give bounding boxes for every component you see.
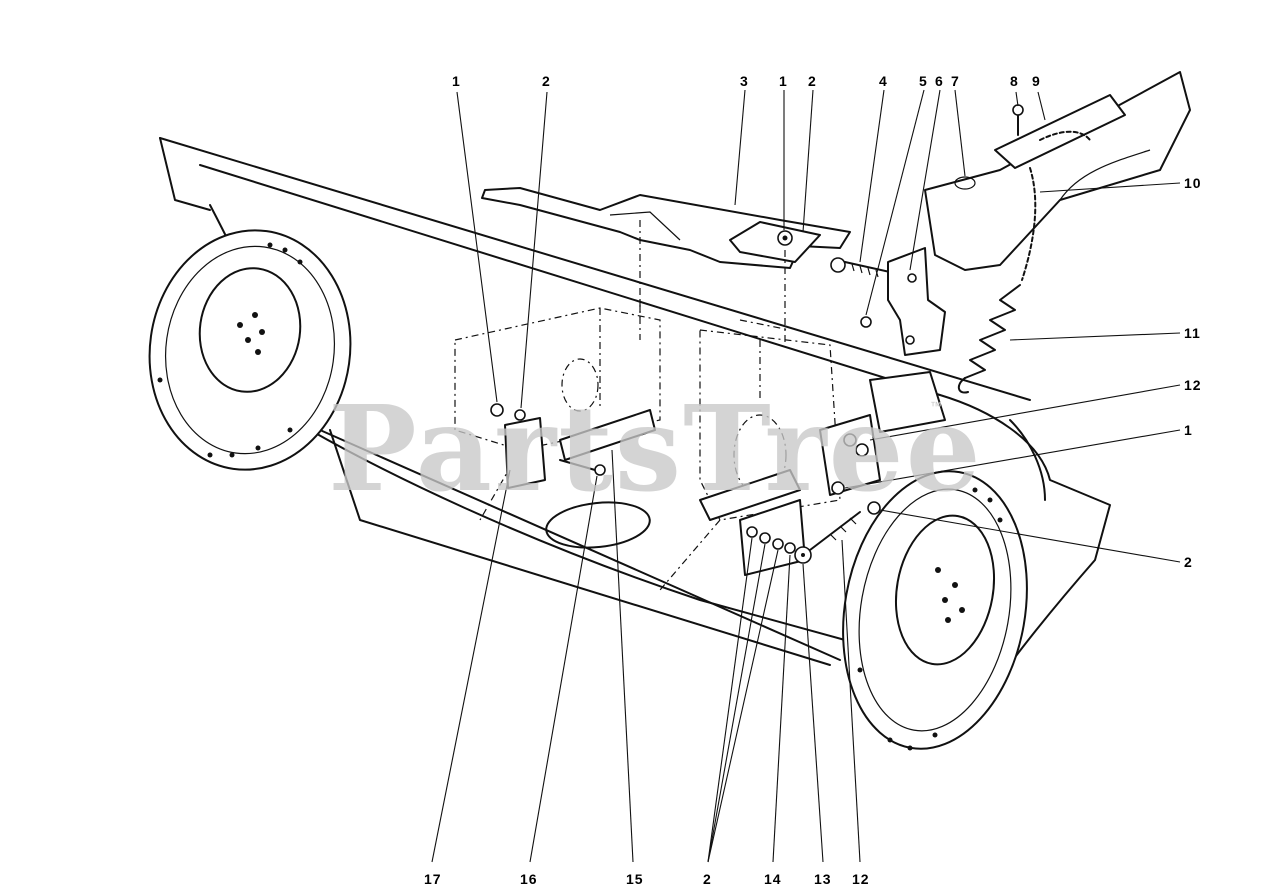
callout-10: 10 xyxy=(1184,175,1202,191)
callout-1-top: 1 xyxy=(452,73,461,89)
side-bracket-right xyxy=(699,371,946,576)
callout-1-mid: 1 xyxy=(779,73,788,89)
callout-6: 6 xyxy=(935,73,944,89)
callout-2-top: 2 xyxy=(542,73,551,89)
callout-7: 7 xyxy=(951,73,960,89)
callout-17: 17 xyxy=(424,871,442,887)
callout-14: 14 xyxy=(764,871,782,887)
watermark-trademark: ™ xyxy=(930,399,942,413)
watermark-text: PartsTree xyxy=(328,379,983,518)
callout-2-mid: 2 xyxy=(808,73,817,89)
lift-spring xyxy=(957,284,1021,394)
callout-11: 11 xyxy=(1184,325,1201,341)
pivot-bolt xyxy=(830,257,891,278)
callout-15: 15 xyxy=(626,871,644,887)
callout-labels: 1 2 3 1 2 4 5 6 7 8 9 10 11 12 1 2 17 16… xyxy=(424,73,1202,887)
top-mount-plate xyxy=(481,187,851,269)
callout-8: 8 xyxy=(1010,73,1019,89)
callout-12-bottom: 12 xyxy=(852,871,870,887)
callout-12-right: 12 xyxy=(1184,377,1202,393)
side-bracket-left xyxy=(490,403,656,489)
callout-leaders xyxy=(431,89,1181,863)
callout-13: 13 xyxy=(814,871,832,887)
callout-3: 3 xyxy=(740,73,749,89)
right-side-plate xyxy=(842,470,1028,751)
callout-1-right: 1 xyxy=(1184,422,1193,438)
lift-bracket xyxy=(860,247,946,356)
chain-bracket xyxy=(994,94,1126,169)
left-side-plate xyxy=(148,229,352,471)
callout-2-bottom: 2 xyxy=(703,871,712,887)
callout-5: 5 xyxy=(919,73,928,89)
callout-9: 9 xyxy=(1032,73,1041,89)
lift-chain xyxy=(1021,130,1091,281)
interior-mount-brackets xyxy=(454,220,841,591)
callout-4: 4 xyxy=(879,73,888,89)
hardware-bolts-washers xyxy=(559,459,881,564)
callout-16: 16 xyxy=(520,871,538,887)
callout-2-right: 2 xyxy=(1184,554,1193,570)
